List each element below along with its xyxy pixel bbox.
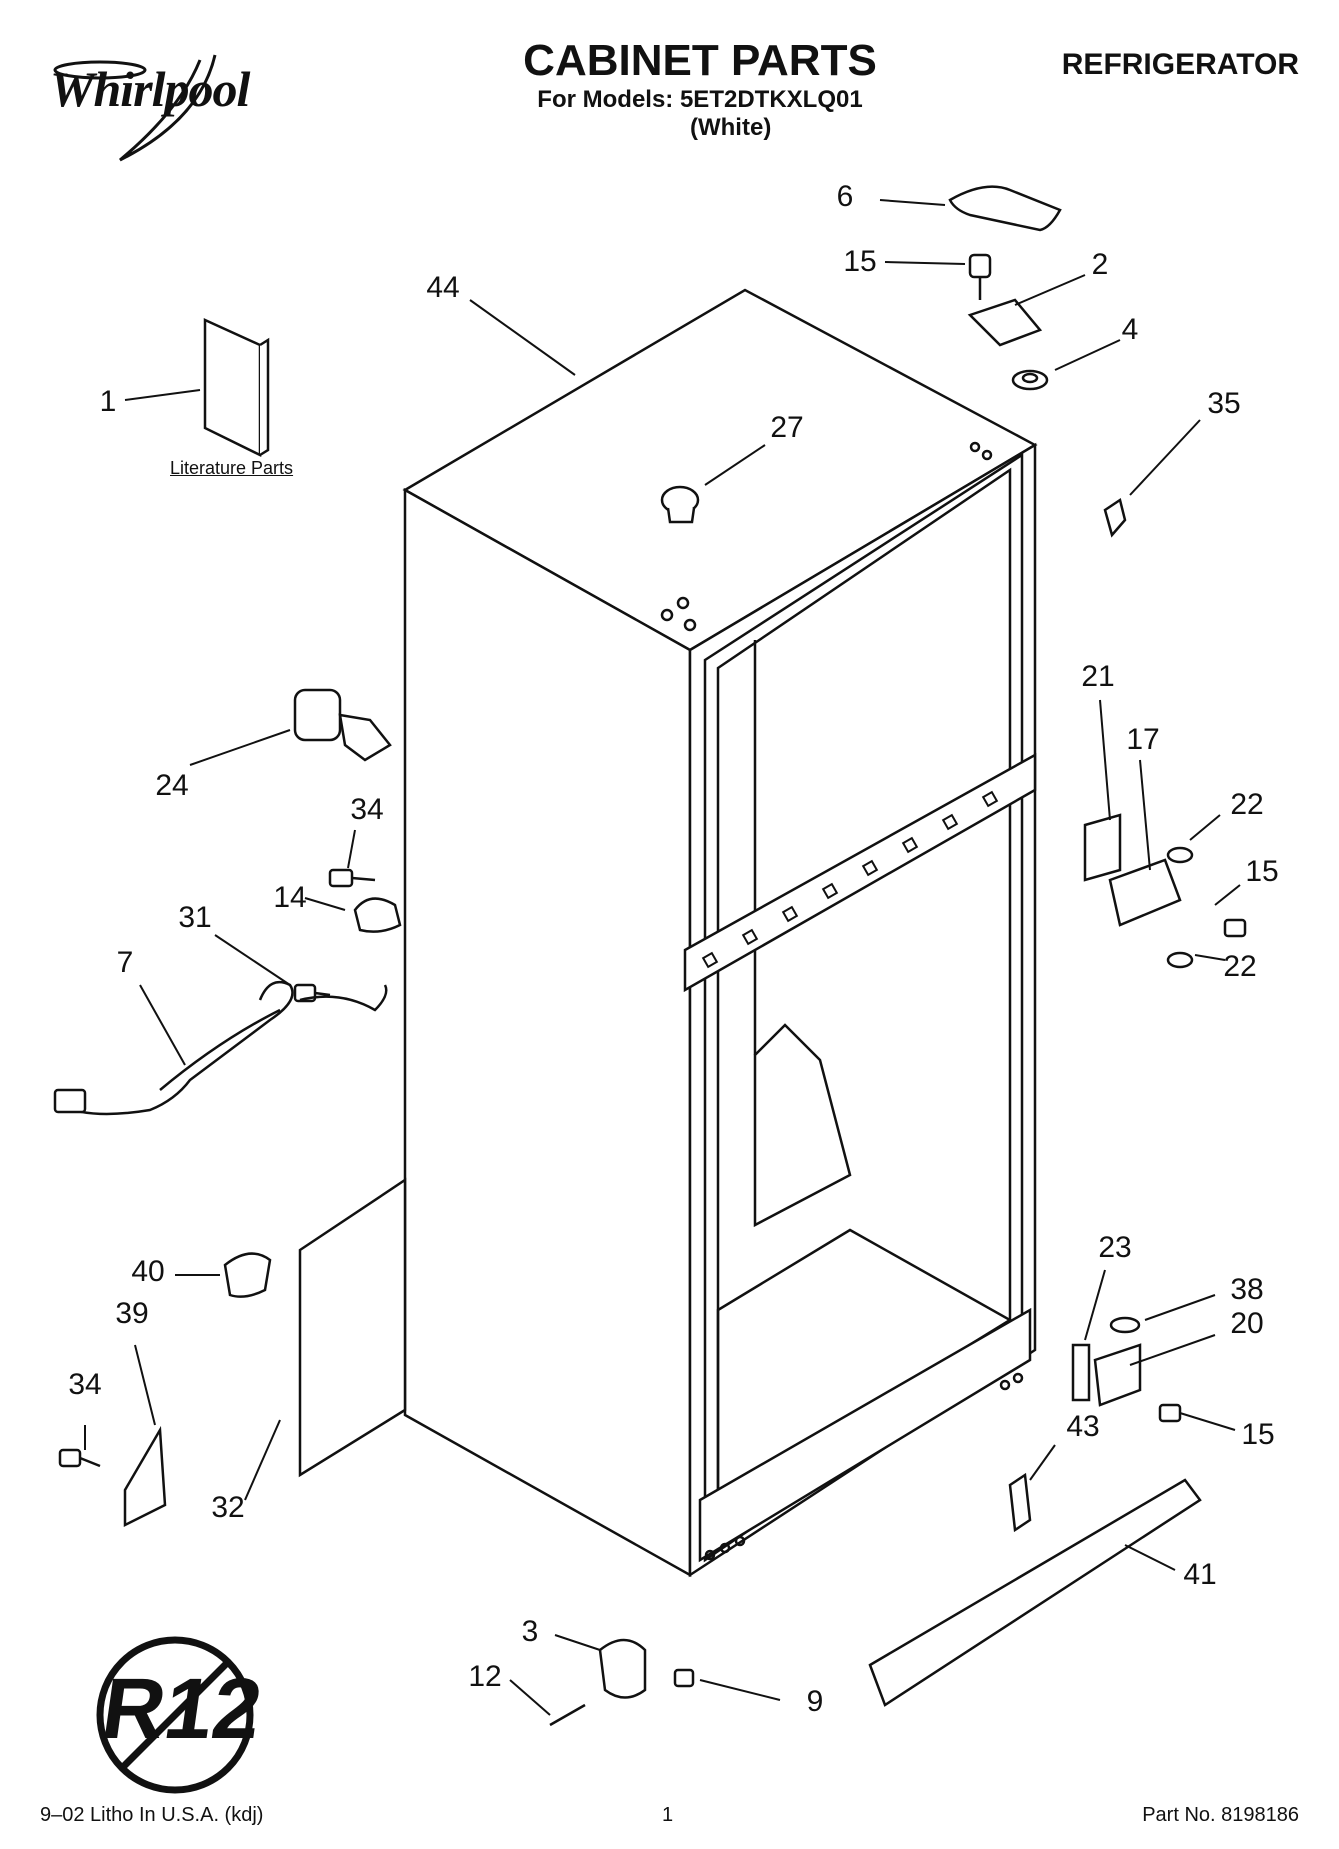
shelf-bar-slots	[701, 790, 999, 969]
callout-38: 38	[1230, 1273, 1264, 1306]
callout-9: 9	[806, 1685, 824, 1718]
callout-35: 35	[1207, 387, 1241, 420]
callout-2: 2	[1091, 248, 1109, 281]
models-line: For Models: 5ET2DTKXLQ01	[537, 86, 863, 113]
callout-34-top: 34	[350, 793, 384, 826]
callout-39: 39	[115, 1297, 149, 1330]
access-cover	[123, 1425, 167, 1528]
callout-6: 6	[836, 180, 854, 213]
callout-41: 41	[1183, 1558, 1217, 1591]
hinge-cover	[948, 185, 1062, 232]
callout-40: 40	[131, 1255, 165, 1288]
roller-assembly	[598, 1638, 647, 1699]
bottom-bracket	[298, 1177, 407, 1478]
appliance-category: REFRIGERATOR	[1061, 48, 1299, 81]
color-variant: (White)	[690, 114, 772, 141]
page-title: CABINET PARTS	[523, 36, 877, 85]
bottom-hinge	[1093, 1343, 1142, 1407]
callout-3: 3	[521, 1615, 539, 1648]
callout-15-top: 15	[843, 245, 877, 278]
top-hinge	[967, 298, 1043, 347]
no-r12-badge	[96, 1636, 254, 1794]
callout-15-bottom: 15	[1241, 1418, 1275, 1451]
footer-part-number: Part No. 8198186	[1142, 1804, 1299, 1826]
whirlpool-logo: Whirlpool	[50, 61, 250, 117]
toe-grille	[868, 1478, 1202, 1707]
roller	[293, 688, 342, 742]
callout-22-top: 22	[1230, 788, 1264, 821]
grille-clip	[1008, 1472, 1032, 1533]
callout-4: 4	[1121, 313, 1139, 346]
callout-43: 43	[1066, 1410, 1100, 1443]
leader-lines	[84, 199, 1241, 1716]
callout-15-mid: 15	[1245, 855, 1279, 888]
callout-32: 32	[211, 1491, 245, 1524]
footer-page-number: 1	[662, 1804, 674, 1826]
callout-1: 1	[99, 385, 117, 418]
callout-24: 24	[155, 769, 189, 802]
literature-parts-label: Literature Parts	[170, 458, 294, 478]
callout-23: 23	[1098, 1231, 1132, 1264]
logo-swirl-icon	[53, 54, 217, 162]
callout-34-bottom: 34	[68, 1368, 102, 1401]
part-shapes	[53, 185, 1247, 1727]
callout-44: 44	[426, 271, 460, 304]
door-stop	[1103, 497, 1127, 538]
callout-20: 20	[1230, 1307, 1264, 1340]
callout-12: 12	[468, 1660, 502, 1693]
callout-21: 21	[1081, 660, 1115, 693]
callout-17: 17	[1126, 723, 1160, 756]
hinge-shim	[1071, 1343, 1091, 1402]
callout-22-bottom: 22	[1223, 950, 1257, 983]
footer-litho: 9–02 Litho In U.S.A. (kdj)	[40, 1804, 264, 1826]
callout-14: 14	[273, 881, 307, 914]
hinge-bracket	[1108, 858, 1182, 927]
refrigerator-cabinet	[402, 288, 1038, 1578]
callout-7: 7	[116, 946, 134, 979]
cord-clamp	[353, 897, 402, 933]
r12-badge-text: R12	[96, 1661, 268, 1757]
literature-booklet	[203, 318, 262, 458]
callout-27: 27	[770, 411, 804, 444]
shelf-bracket	[1083, 813, 1122, 882]
callout-31: 31	[178, 901, 212, 934]
clip	[223, 1252, 272, 1298]
